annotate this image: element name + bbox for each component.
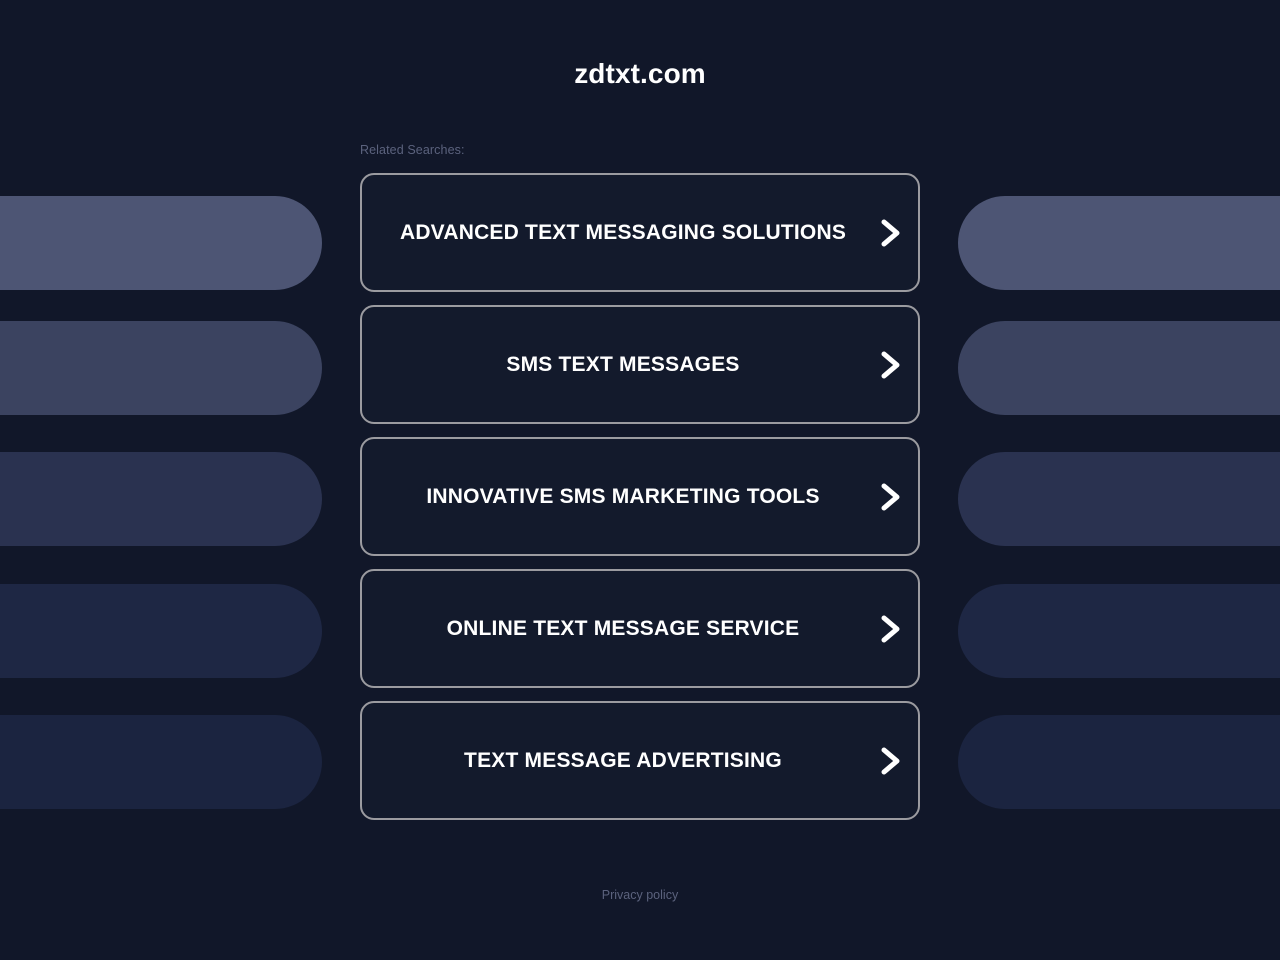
- related-searches-list: ADVANCED TEXT MESSAGING SOLUTIONS SMS TEX…: [360, 173, 920, 833]
- chevron-right-icon: [862, 481, 918, 513]
- related-search-label: INNOVATIVE SMS MARKETING TOOLS: [426, 485, 820, 508]
- related-search-card-3[interactable]: INNOVATIVE SMS MARKETING TOOLS: [360, 437, 920, 556]
- chevron-right-icon: [862, 613, 918, 645]
- related-searches-label: Related Searches:: [360, 143, 465, 157]
- page-title: zdtxt.com: [574, 58, 706, 89]
- chevron-right-icon: [862, 349, 918, 381]
- related-search-card-5[interactable]: TEXT MESSAGE ADVERTISING: [360, 701, 920, 820]
- related-search-label: ADVANCED TEXT MESSAGING SOLUTIONS: [399, 221, 847, 244]
- related-search-label: SMS TEXT MESSAGES: [506, 353, 740, 376]
- related-search-label: TEXT MESSAGE ADVERTISING: [464, 749, 782, 772]
- related-search-card-2[interactable]: SMS TEXT MESSAGES: [360, 305, 920, 424]
- related-search-card-4[interactable]: ONLINE TEXT MESSAGE SERVICE: [360, 569, 920, 688]
- chevron-right-icon: [862, 217, 918, 249]
- privacy-policy-link[interactable]: Privacy policy: [601, 888, 679, 902]
- related-search-label: ONLINE TEXT MESSAGE SERVICE: [446, 617, 800, 640]
- related-search-card-1[interactable]: ADVANCED TEXT MESSAGING SOLUTIONS: [360, 173, 920, 292]
- footer: Privacy policy: [0, 886, 1280, 904]
- chevron-right-icon: [862, 745, 918, 777]
